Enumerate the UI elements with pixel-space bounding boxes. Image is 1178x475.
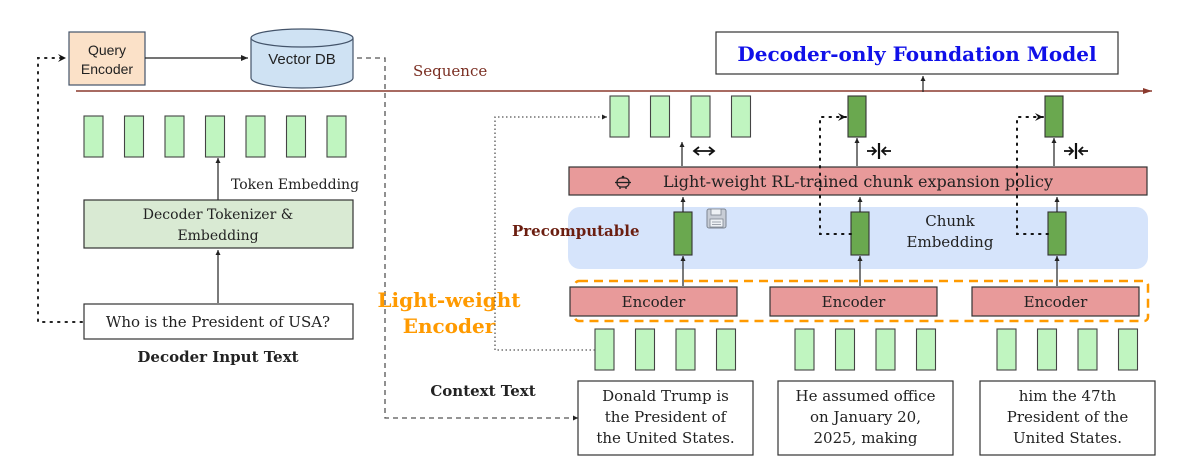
context-text-box	[777, 380, 954, 456]
token-embedding	[83, 115, 104, 158]
context-text-line: He assumed office	[796, 387, 936, 405]
compress-arrows-icon	[1064, 143, 1088, 159]
chunk-embedding	[1047, 211, 1067, 256]
context-chunk-1: Donald Trump is the President of the Unite…	[494, 95, 754, 456]
tokenizer-line1: Decoder Tokenizer &	[143, 207, 293, 223]
encoder-label: Encoder	[1024, 293, 1089, 311]
context-text-line: the United States.	[596, 429, 734, 447]
context-token-embedding	[715, 328, 737, 371]
token-embedding	[164, 115, 185, 158]
decoder-input-text: Who is the President of USA?	[106, 313, 330, 331]
context-text-line: 2025, making	[813, 429, 917, 447]
context-token-embedding	[1077, 328, 1098, 371]
encoder-block	[769, 286, 938, 317]
chunk-embedding	[850, 211, 870, 256]
query-encoder-line2: Encoder	[81, 61, 133, 77]
sequence-label: Sequence	[413, 62, 487, 80]
encoder-label: Encoder	[622, 293, 687, 311]
compressed-chunk-embedding	[1044, 95, 1064, 138]
encoder-label: Encoder	[822, 293, 887, 311]
chunk-embedding	[673, 211, 693, 256]
token-embedding	[326, 115, 347, 158]
chunk-bypass-dotted-connector	[819, 113, 852, 235]
context-text-line: on January 20,	[810, 408, 921, 426]
query-encoder-box: Query Encoder	[68, 31, 146, 86]
context-token-embedding	[834, 328, 856, 371]
context-token-embedding	[594, 328, 615, 371]
token-embedding-label: Token Embedding	[231, 177, 359, 193]
chunk-bypass-dotted-connector	[1016, 113, 1049, 235]
context-text-line: United States.	[1013, 429, 1122, 447]
context-chunk-2: He assumed office on January 20, 2025, mak…	[769, 95, 954, 456]
light-weight-encoder-region	[573, 279, 1150, 323]
vector-db-cylinder: Vector DB	[250, 28, 354, 89]
token-embedding	[285, 115, 307, 158]
robot-icon	[615, 175, 631, 189]
light-encoder-line2: Encoder	[403, 314, 496, 338]
vector-db-label: Vector DB	[268, 51, 336, 68]
expanded-token-embedding	[690, 95, 711, 138]
context-text-line: the President of	[605, 408, 728, 426]
encoder-block	[971, 286, 1140, 317]
context-token-embedding	[634, 328, 656, 371]
expanded-token-embedding	[649, 95, 671, 138]
foundation-model-box	[715, 31, 1119, 75]
token-embedding	[123, 115, 145, 158]
expanded-token-embedding	[609, 95, 630, 138]
light-encoder-line1: Light-weight	[377, 288, 521, 312]
query-dotted-connector	[37, 54, 83, 323]
decoder-token-embeddings	[83, 115, 347, 158]
floppy-disk-icon	[706, 208, 727, 229]
compress-arrows-icon	[867, 143, 891, 159]
expand-arrows-icon	[692, 146, 716, 156]
context-text-line: President of the	[1007, 408, 1129, 426]
context-text-line: him the 47th	[1019, 387, 1117, 405]
expansion-dotted-connector	[494, 114, 607, 351]
policy-label: Light-weight RL-trained chunk expansion …	[663, 172, 1053, 191]
context-text-box	[979, 380, 1156, 456]
decoder-tokenizer-box	[83, 199, 354, 249]
context-token-embedding	[915, 328, 937, 371]
retrieval-dashed-connector	[357, 57, 578, 421]
decoder-input-box	[83, 303, 354, 340]
decoder-input-caption: Decoder Input Text	[137, 348, 298, 366]
chunk-embedding-line1: Chunk	[925, 212, 975, 230]
context-text-box	[577, 380, 754, 456]
precomputable-label: Precomputable	[512, 222, 640, 240]
token-embedding	[204, 115, 226, 158]
context-text-line: Donald Trump is	[602, 387, 729, 405]
context-token-embedding	[1117, 328, 1139, 371]
context-token-embedding	[875, 328, 896, 371]
context-text-caption: Context Text	[430, 382, 535, 400]
encoder-block	[569, 286, 738, 317]
compressed-chunk-embedding	[847, 95, 867, 138]
query-encoder-line1: Query	[88, 42, 126, 58]
context-token-embedding	[675, 328, 696, 371]
context-token-embedding	[996, 328, 1017, 371]
context-token-embedding	[794, 328, 815, 371]
token-embedding	[245, 115, 266, 158]
chunk-expansion-policy-bar	[568, 166, 1148, 196]
chunk-embedding-line2: Embedding	[907, 233, 994, 251]
expanded-token-embedding	[730, 95, 752, 138]
tokenizer-line2: Embedding	[177, 228, 258, 244]
foundation-model-title: Decoder-only Foundation Model	[737, 42, 1097, 66]
context-token-embedding	[1036, 328, 1058, 371]
